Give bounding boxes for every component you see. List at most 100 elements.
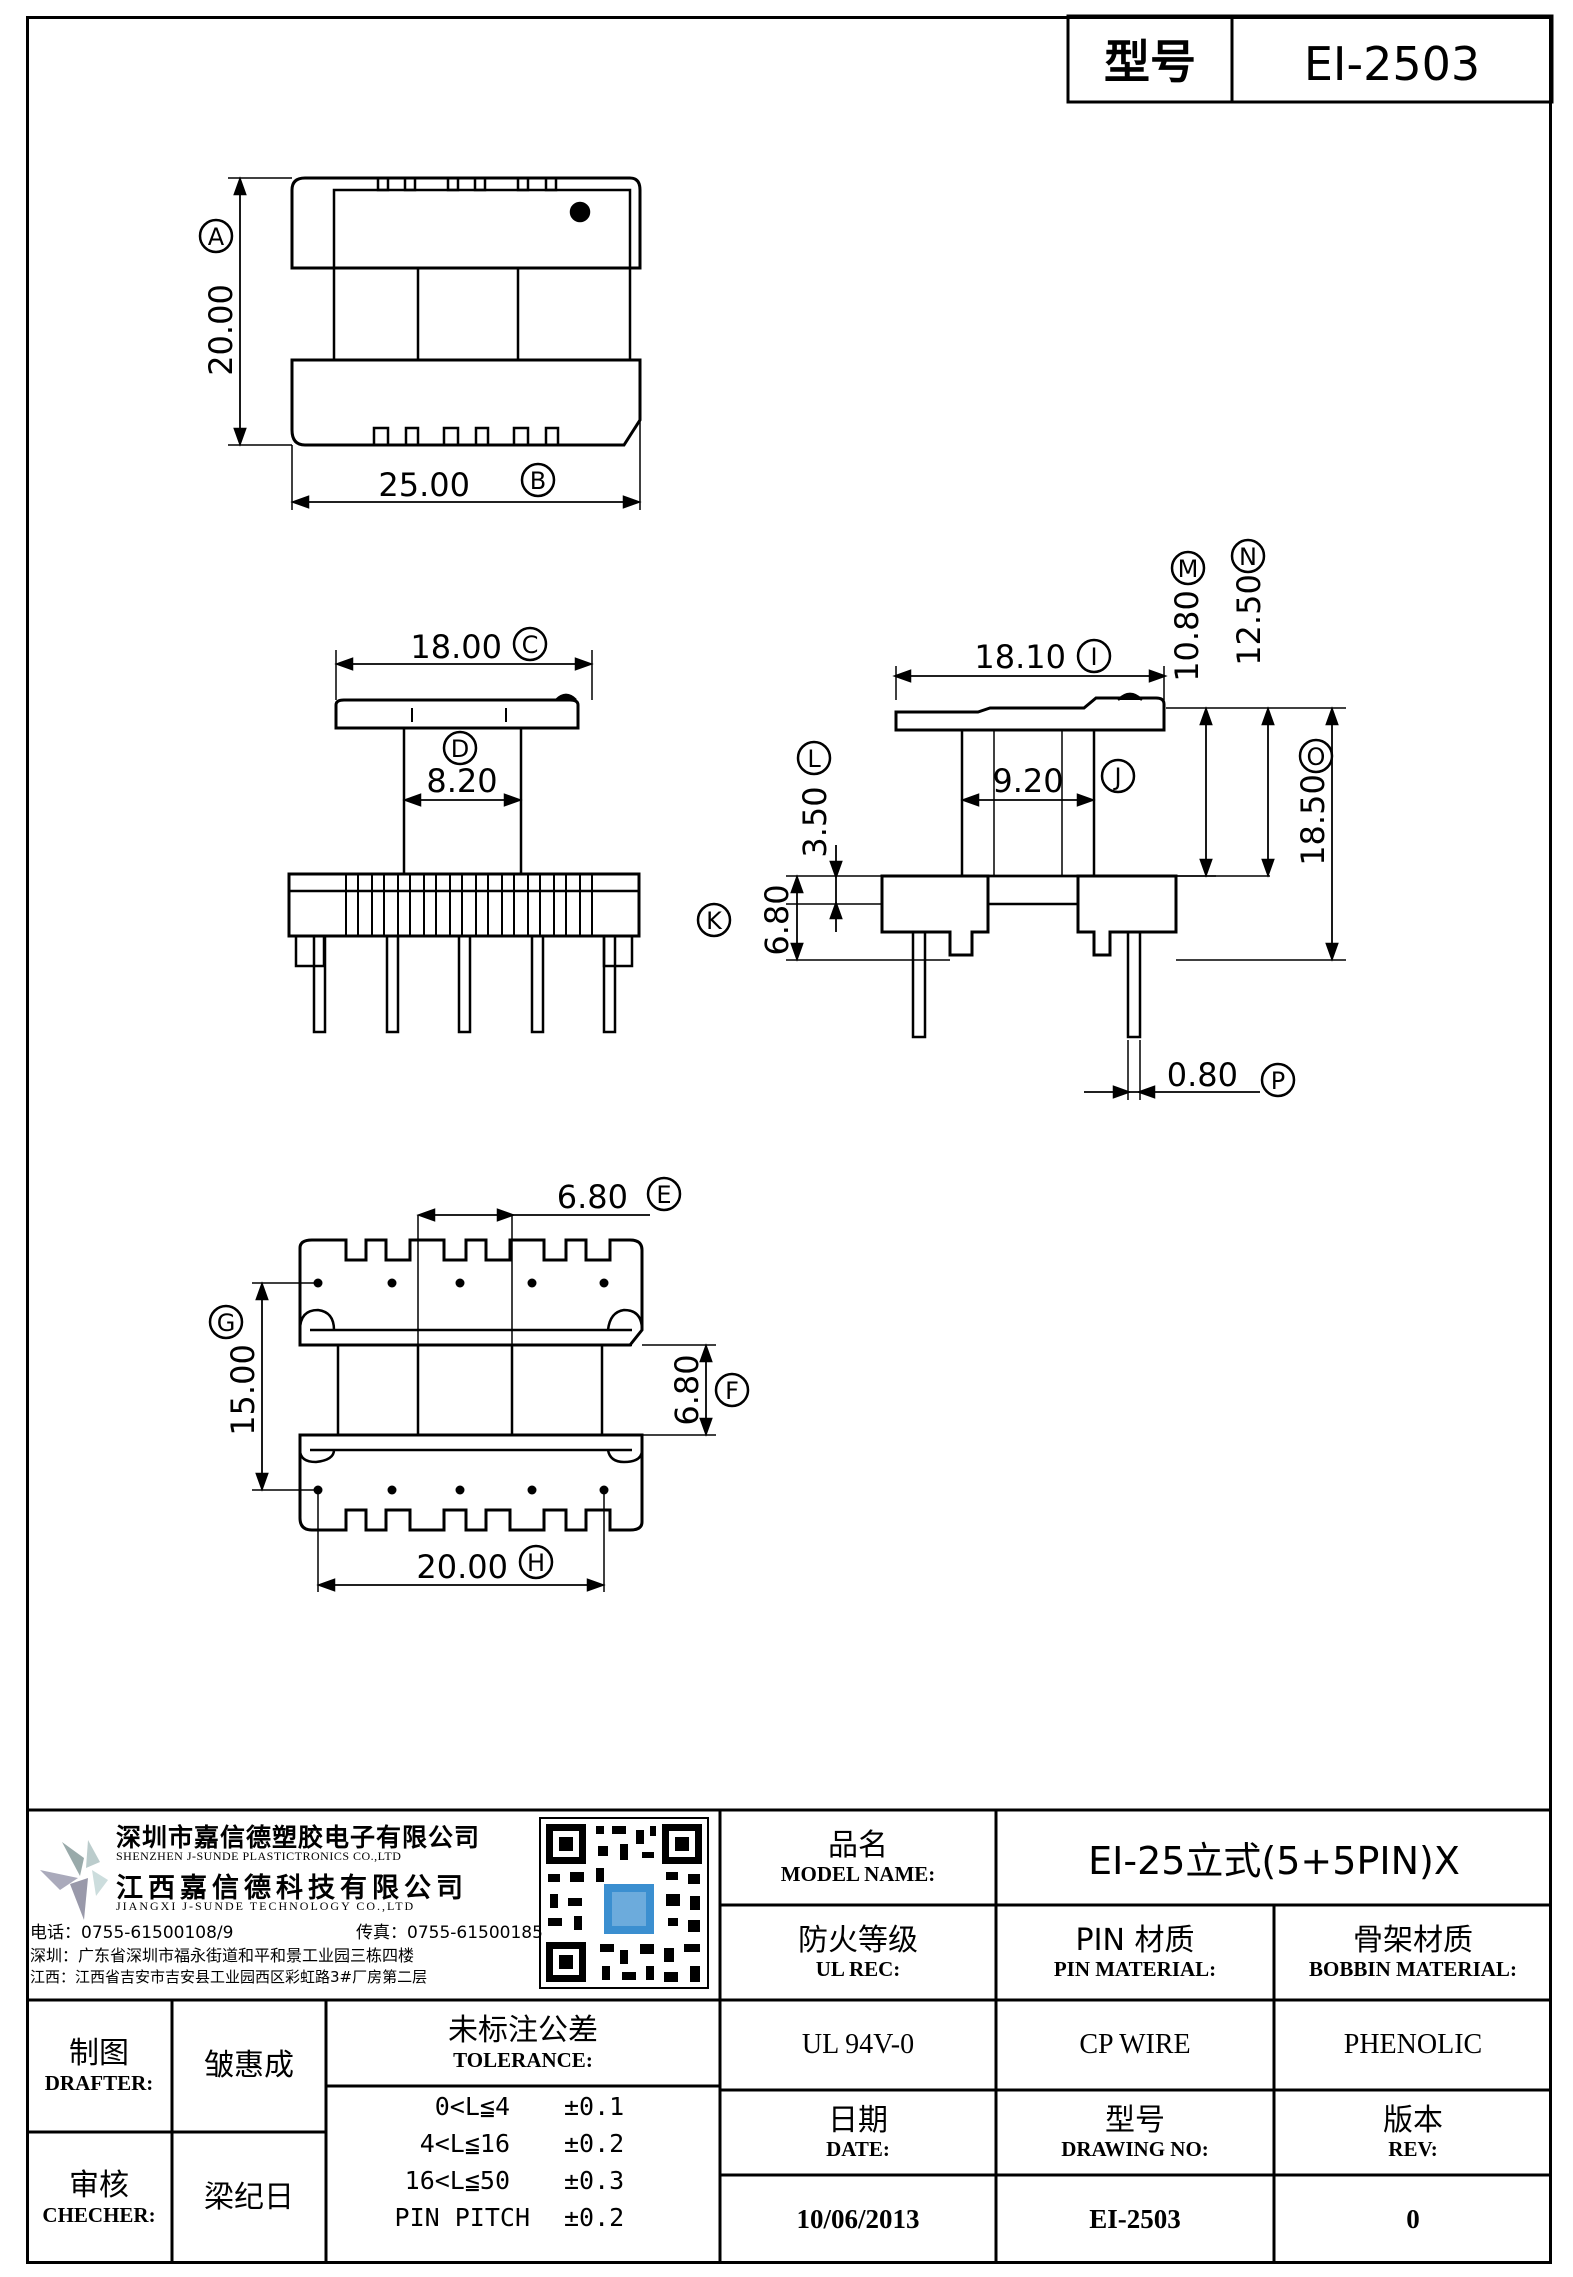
dim-n-value: 12.50 <box>1230 574 1268 666</box>
checker-label: 审核 CHECHER: <box>26 2132 172 2264</box>
date-value-cell: 10/06/2013 <box>720 2175 996 2264</box>
rev-label: 版本 REV: <box>1274 2090 1552 2175</box>
dim-k-value: 6.80 <box>758 884 796 955</box>
company-address-sz: 深圳：广东省深圳市福永街道和平和景工业园三栋四楼 <box>30 1946 415 1965</box>
tolerance-value-3: ±0.3 <box>564 2166 625 2195</box>
drafter-label: 制图 DRAFTER: <box>26 2000 172 2132</box>
drawing-no-label-cn: 型号 <box>1105 2102 1165 2138</box>
company-phone: 电话：0755-61500108/9 <box>30 1923 234 1943</box>
dim-m-letter: M <box>1178 555 1199 583</box>
ul-rec-value: UL 94V-0 <box>801 2029 915 2060</box>
dim-o-letter: O <box>1307 743 1326 771</box>
checker-label-en: CHECHER: <box>42 2202 156 2227</box>
top-view <box>228 176 642 510</box>
dim-i-letter: I <box>1090 643 1097 671</box>
tolerance-range-3: 16<L≦50 <box>404 2166 510 2195</box>
bobbin-material-label-cn: 骨架材质 <box>1353 1922 1473 1958</box>
pin-material-value-cell: CP WIRE <box>996 2000 1274 2090</box>
pin-material-label: PIN 材质 PIN MATERIAL: <box>996 1905 1274 2000</box>
drawing-no-label: 型号 DRAWING NO: <box>996 2090 1274 2175</box>
dim-f-letter: F <box>725 1377 739 1405</box>
dim-g-letter: G <box>217 1309 236 1337</box>
tolerance-range-4: PIN PITCH <box>394 2203 530 2232</box>
rev-value: 0 <box>1406 2204 1420 2234</box>
dim-e-value: 6.80 <box>557 1178 628 1216</box>
company-name-sz: 深圳市嘉信德塑胶电子有限公司 <box>116 1823 481 1852</box>
ul-rec-label: 防火等级 UL REC: <box>720 1905 996 2000</box>
bobbin-material-value-cell: PHENOLIC <box>1274 2000 1552 2090</box>
tolerance-value-2: ±0.2 <box>564 2129 625 2158</box>
company-name-sz-en: SHENZHEN J-SUNDE PLASTICTRONICS CO.,LTD <box>116 1849 402 1863</box>
dim-h-value: 20.00 <box>416 1548 508 1586</box>
drawing-no-value-cell: EI-2503 <box>996 2175 1274 2264</box>
bobbin-material-value: PHENOLIC <box>1343 2029 1483 2060</box>
rev-value-cell: 0 <box>1274 2175 1552 2264</box>
side-view <box>786 666 1346 1100</box>
dim-d-value: 8.20 <box>426 762 497 800</box>
front-view <box>287 650 641 1034</box>
drawing-no-value: EI-2503 <box>1089 2204 1181 2234</box>
model-name-value-cell: EI-25立式(5+5PIN)X <box>996 1810 1552 1905</box>
dim-h-letter: H <box>527 1549 545 1577</box>
model-name-label-cn: 品名 <box>828 1827 888 1863</box>
tolerance-value-1: ±0.1 <box>564 2092 625 2121</box>
dim-d-letter: D <box>451 735 469 763</box>
ul-rec-label-cn: 防火等级 <box>798 1922 918 1958</box>
drafter-name: 皱惠成 <box>204 2047 294 2083</box>
dim-l-value: 3.50 <box>796 786 834 857</box>
dimension-labels: 20.00 25.00 18.00 8.20 6.80 6.80 15.00 2… <box>202 284 1332 1586</box>
dim-c-letter: C <box>522 631 539 659</box>
tolerance-range-1: 0<L≦4 <box>434 2092 510 2121</box>
dim-p-value: 0.80 <box>1167 1056 1238 1094</box>
rev-label-en: REV: <box>1388 2137 1438 2162</box>
ul-rec-value-cell: UL 94V-0 <box>720 2000 996 2090</box>
dim-g-value: 15.00 <box>224 1344 262 1436</box>
drafter-label-en: DRAFTER: <box>44 2070 154 2095</box>
dim-k-letter: K <box>706 907 723 935</box>
dim-b-value: 25.00 <box>378 466 470 504</box>
dimension-callouts: A B C D E F G H I J K L M N O P <box>198 218 1334 1580</box>
date-label-cn: 日期 <box>828 2102 888 2138</box>
dim-c-value: 18.00 <box>410 628 502 666</box>
header-model-label: 型号 <box>1104 35 1196 89</box>
company-logo <box>40 1840 108 1920</box>
header-model-value: EI-2503 <box>1304 37 1480 91</box>
qr-code <box>539 1817 709 1989</box>
company-name-jx: 江西嘉信德科技有限公司 <box>116 1873 468 1904</box>
tolerance-label: 未标注公差 TOLERANCE: <box>326 2000 720 2086</box>
dim-a-value: 20.00 <box>202 284 240 376</box>
dim-j-value: 9.20 <box>992 762 1063 800</box>
drawing-frame <box>26 16 1552 2264</box>
bobbin-material-label-en: BOBBIN MATERIAL: <box>1309 1957 1517 1982</box>
pin-material-value: CP WIRE <box>1079 2029 1191 2060</box>
tolerance-label-en: TOLERANCE: <box>453 2047 593 2072</box>
dim-a-letter: A <box>208 223 225 251</box>
dim-n-letter: N <box>1239 543 1257 571</box>
checker-label-cn: 审核 <box>69 2168 129 2204</box>
date-label: 日期 DATE: <box>720 2090 996 2175</box>
ul-rec-label-en: UL REC: <box>815 1957 901 1982</box>
date-value: 10/06/2013 <box>796 2204 920 2234</box>
bottom-view <box>252 1208 716 1592</box>
dim-l-letter: L <box>807 745 821 773</box>
company-fax: 传真：0755-61500185 <box>356 1923 543 1943</box>
drafter-label-cn: 制图 <box>69 2036 129 2072</box>
tolerance-range-2: 4<L≦16 <box>419 2129 510 2158</box>
drawing-no-label-en: DRAWING NO: <box>1061 2137 1209 2162</box>
model-name-value: EI-25立式(5+5PIN)X <box>1088 1839 1460 1883</box>
company-name-jx-en: JIANGXI J-SUNDE TECHNOLOGY CO.,LTD <box>116 1899 416 1913</box>
dim-o-value: 18.50 <box>1294 774 1332 866</box>
pin-material-label-cn: PIN 材质 <box>1075 1922 1195 1958</box>
bobbin-material-label: 骨架材质 BOBBIN MATERIAL: <box>1274 1905 1552 2000</box>
checker-name-cell: 梁纪日 <box>172 2132 326 2264</box>
tolerance-label-cn: 未标注公差 <box>448 2013 598 2049</box>
dim-m-value: 10.80 <box>1168 590 1206 682</box>
date-label-en: DATE: <box>826 2137 890 2162</box>
dim-b-letter: B <box>530 467 546 495</box>
rev-label-cn: 版本 <box>1383 2102 1443 2138</box>
model-name-label-en: MODEL NAME: <box>780 1862 936 1887</box>
drafter-name-cell: 皱惠成 <box>172 2000 326 2132</box>
tolerance-value-4: ±0.2 <box>564 2203 625 2232</box>
checker-name: 梁纪日 <box>204 2179 294 2215</box>
